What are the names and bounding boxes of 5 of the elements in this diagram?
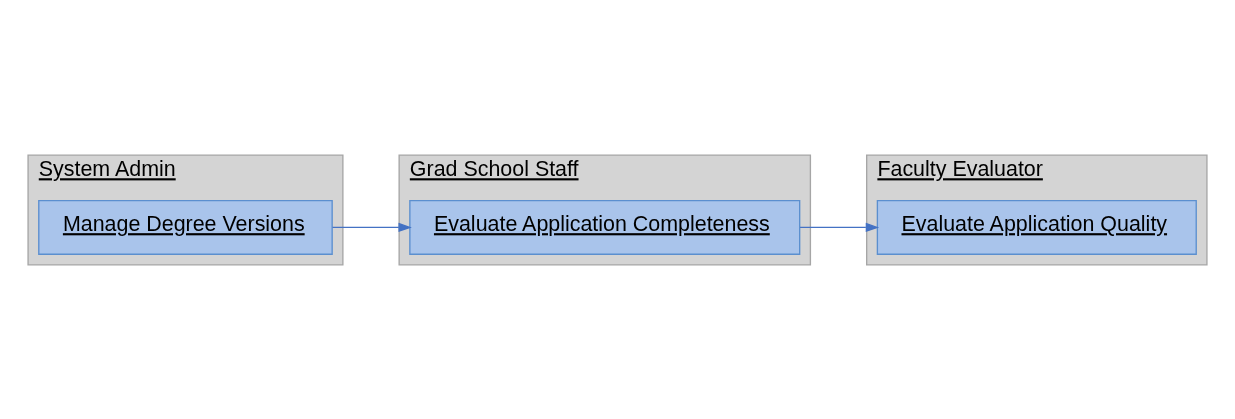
arrow [799, 222, 880, 232]
arrow [331, 222, 412, 232]
node-box: Evaluate Application Completeness [409, 199, 801, 255]
node-box: Manage Degree Versions [38, 199, 333, 255]
node-box: Evaluate Application Quality [876, 199, 1197, 255]
